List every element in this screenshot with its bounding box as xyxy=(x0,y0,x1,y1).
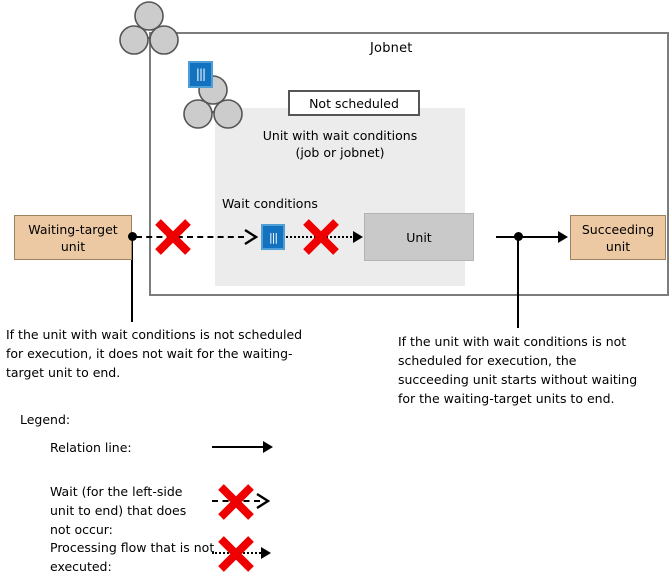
red-cross-icon xyxy=(303,219,339,255)
callout-line-left xyxy=(131,236,133,322)
unit-group-label-line1: Unit with wait conditions xyxy=(262,128,418,143)
legend-open-arrow-icon xyxy=(256,492,271,510)
callout-line-right xyxy=(517,236,519,328)
legend-red-cross-icon xyxy=(218,536,254,572)
succeeding-unit-box: Succeeding unit xyxy=(570,215,666,260)
wait-conditions-label: Wait conditions xyxy=(222,196,318,211)
legend-red-cross-icon xyxy=(218,484,254,520)
solid-arrowhead-icon xyxy=(353,231,363,243)
open-arrow-icon xyxy=(244,228,259,246)
waiting-target-unit-line1: Waiting-target xyxy=(28,221,118,237)
succeeding-unit-line1: Succeeding xyxy=(581,221,655,237)
wait-icon-glyph: ||| xyxy=(268,230,278,244)
jobnet-icon xyxy=(119,1,179,55)
solid-arrowhead-icon xyxy=(558,231,568,243)
legend-item-relation-line-label: Relation line: xyxy=(50,440,132,455)
waiting-target-unit-box: Waiting-target unit xyxy=(14,215,132,260)
not-scheduled-label: Not scheduled xyxy=(309,95,399,111)
jobnet-icon xyxy=(183,75,243,129)
unit-group-label-line2: (job or jobnet) xyxy=(295,145,385,160)
unit-with-wait-conditions-label: Unit with wait conditions (job or jobnet… xyxy=(222,127,458,161)
wait-condition-icon: ||| xyxy=(188,61,213,88)
dashed-relation-line xyxy=(136,236,244,238)
jobnet-label: Jobnet xyxy=(370,41,413,56)
relation-line-right xyxy=(496,236,560,238)
legend-item-processing-flow-label: Processing flow that is not executed: xyxy=(50,540,215,574)
unit-label: Unit xyxy=(406,229,432,245)
succeeding-unit-line2: unit xyxy=(605,238,631,254)
jobnet-frame xyxy=(149,32,669,296)
connection-dot-right xyxy=(514,232,523,241)
not-scheduled-callout: Not scheduled xyxy=(288,90,420,116)
note-left: If the unit with wait conditions is not … xyxy=(6,327,303,380)
wait-icon-glyph: ||| xyxy=(195,67,206,81)
legend-relation-line xyxy=(212,446,266,448)
waiting-target-unit-line2: unit xyxy=(60,238,86,254)
red-cross-icon xyxy=(155,219,191,255)
connection-dot-left xyxy=(128,232,137,241)
legend-solid-arrowhead-icon xyxy=(263,441,273,453)
legend-title: Legend: xyxy=(20,412,71,427)
unit-box: Unit xyxy=(364,213,474,261)
legend-solid-arrowhead-icon-2 xyxy=(261,547,271,559)
note-right: If the unit with wait conditions is not … xyxy=(398,334,638,406)
legend-item-wait-not-occur-label: Wait (for the left-side unit to end) tha… xyxy=(50,484,187,537)
wait-condition-icon: ||| xyxy=(261,224,285,250)
